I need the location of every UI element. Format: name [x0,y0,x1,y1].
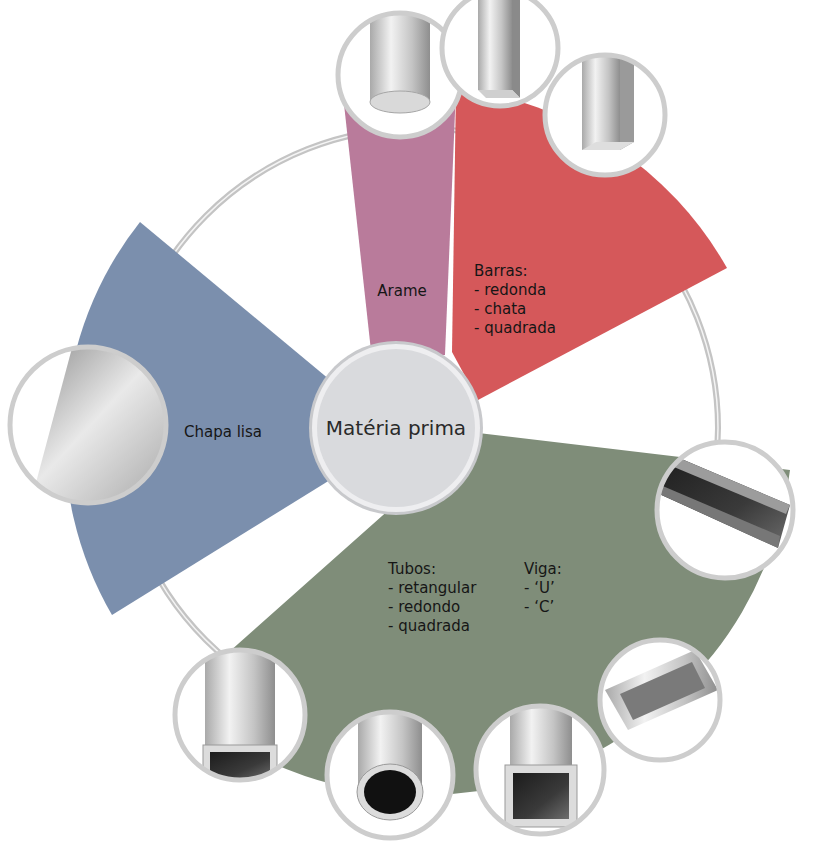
text-holder: Matéria prima [308,340,484,516]
sector-label: Chapa lisa [184,423,262,442]
text-holder: Chapa lisa [184,423,262,442]
text-holder: Tubos: - retangular - redondo - quadrada [388,560,476,636]
text-holder: Viga: - ‘U’ - ‘C’ [524,560,562,617]
text-line: - quadrada [474,319,556,338]
text-holder: Arame [377,282,426,301]
text-line: - redondo [388,598,476,617]
text-line: - redonda [474,281,556,300]
text-line: - retangular [388,579,476,598]
sector-label: Barras: - redonda - chata - quadrada [474,262,556,338]
center-circle: Matéria prima [308,340,484,516]
text-line: - quadrada [388,617,476,636]
center-label: Matéria prima [326,416,466,440]
sector-label: Tubos: - retangular - redondo - quadrada [388,560,476,636]
text-line: - ‘C’ [524,598,562,617]
sector-label: Viga: - ‘U’ - ‘C’ [524,560,562,617]
text-line: Barras: [474,262,556,281]
text-line: - ‘U’ [524,579,562,598]
text-line: - chata [474,300,556,319]
text-holder: Barras: - redonda - chata - quadrada [474,262,556,338]
sector-label: Arame [377,282,426,301]
text-line: Viga: [524,560,562,579]
text-line: Tubos: [388,560,476,579]
